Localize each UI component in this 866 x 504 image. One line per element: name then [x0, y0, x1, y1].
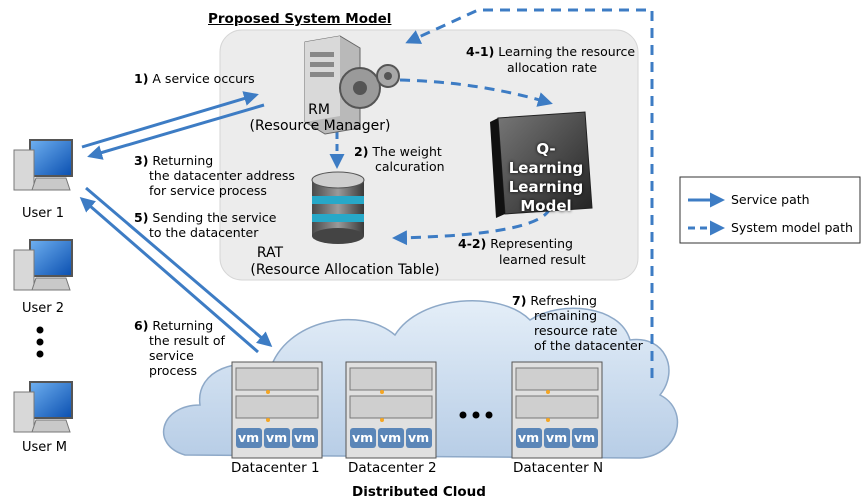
qlearning-line2: Learning [508, 178, 584, 196]
legend-service-label: Service path [731, 192, 810, 207]
user-1-monitor-icon [13, 139, 73, 191]
step-2-line2: calcuration [375, 159, 445, 174]
step-5-line1: Sending the service [152, 210, 277, 225]
step-6-number: 6) [134, 318, 149, 333]
step-5-label: 5) Sending the service [134, 210, 276, 225]
book-icon [490, 111, 593, 218]
step-7-line1: Refreshing [530, 293, 597, 308]
arrow-return-address [87, 103, 265, 160]
users-ellipsis [36, 326, 44, 358]
step-4-1-line1: Learning the resource [498, 44, 636, 59]
datacenter-n-label: Datacenter N [513, 460, 604, 476]
vm-label: vm [380, 430, 402, 445]
user-m-monitor-icon [13, 381, 73, 433]
vm-label: vm [546, 430, 568, 445]
datacenter-1-label: Datacenter 1 [231, 460, 320, 476]
database-icon [311, 171, 365, 244]
vm-label: vm [294, 430, 316, 445]
step-7-line3: resource rate [534, 323, 618, 338]
step-4-1-label: 4-1) Learning the resource [466, 44, 635, 59]
step-7-label: 7) Refreshing [512, 293, 597, 308]
step-6-line4: process [149, 363, 198, 378]
vm-label: vm [352, 430, 374, 445]
step-1-text: A service occurs [152, 71, 255, 86]
step-5-number: 5) [134, 210, 149, 225]
step-4-2-line1: Representing [490, 236, 573, 251]
step-4-1-line2: allocation rate [507, 60, 598, 75]
vm-label: vm [574, 430, 596, 445]
legend-system-label: System model path [731, 220, 853, 235]
step-7-number: 7) [512, 293, 527, 308]
qlearning-label: Q-Learning Learning Model [500, 140, 592, 216]
arrow-refresh-resource [405, 8, 654, 378]
step-3-label: 3) Returning [134, 153, 213, 168]
vm-boxes [236, 428, 598, 448]
vm-label: vm [518, 430, 540, 445]
step-4-2-number: 4-2) [458, 236, 487, 251]
qlearning-line3: Model [520, 197, 572, 215]
step-3-number: 3) [134, 153, 149, 168]
step-3-line1: Returning [152, 153, 214, 168]
distributed-cloud-label: Distributed Cloud [352, 484, 486, 500]
qlearning-line1: Q-Learning [508, 140, 584, 177]
step-4-2-label: 4-2) Representing [458, 236, 573, 251]
step-2-number: 2) [354, 144, 369, 159]
vm-label: vm [238, 430, 260, 445]
vm-label: vm [266, 430, 288, 445]
step-7-line4: of the datacenter [534, 338, 643, 353]
rat-label-abbr: RAT [256, 245, 284, 261]
step-4-1-number: 4-1) [466, 44, 495, 59]
datacenter-1-rack-icon [231, 361, 323, 459]
server-icon [304, 35, 400, 135]
arrow-representing-result [392, 207, 552, 246]
arrow-service-occurs [81, 91, 259, 149]
step-1-label: 1) A service occurs [134, 71, 255, 86]
step-6-line2: the result of [149, 333, 225, 348]
rm-label-full: (Resource Manager) [249, 118, 391, 134]
datacenters-ellipsis [459, 411, 493, 419]
step-2-label: 2) The weight [354, 144, 442, 159]
step-6-line3: service [149, 348, 194, 363]
user-m-label: User M [22, 440, 67, 455]
step-3-line2: the datacenter address [149, 168, 295, 183]
user-1-label: User 1 [22, 206, 65, 221]
step-6-line1: Returning [152, 318, 214, 333]
step-2-line1: The weight [372, 144, 442, 159]
arrow-return-result [79, 197, 259, 354]
datacenter-2-label: Datacenter 2 [348, 460, 437, 476]
user-2-monitor-icon [13, 239, 73, 291]
arrow-learning-rate [399, 78, 553, 107]
diagram-title: Proposed System Model [208, 11, 392, 27]
user-2-label: User 2 [22, 301, 65, 316]
rm-label-abbr: RM [308, 102, 330, 118]
arrow-send-service [85, 186, 273, 347]
rat-label-full: (Resource Allocation Table) [250, 262, 440, 278]
step-7-line2: remaining [534, 308, 598, 323]
step-6-label: 6) Returning [134, 318, 213, 333]
step-3-line3: for service process [149, 183, 267, 198]
step-1-number: 1) [134, 71, 149, 86]
step-5-line2: to the datacenter [149, 225, 259, 240]
vm-label: vm [408, 430, 430, 445]
step-4-2-line2: learned result [499, 252, 586, 267]
